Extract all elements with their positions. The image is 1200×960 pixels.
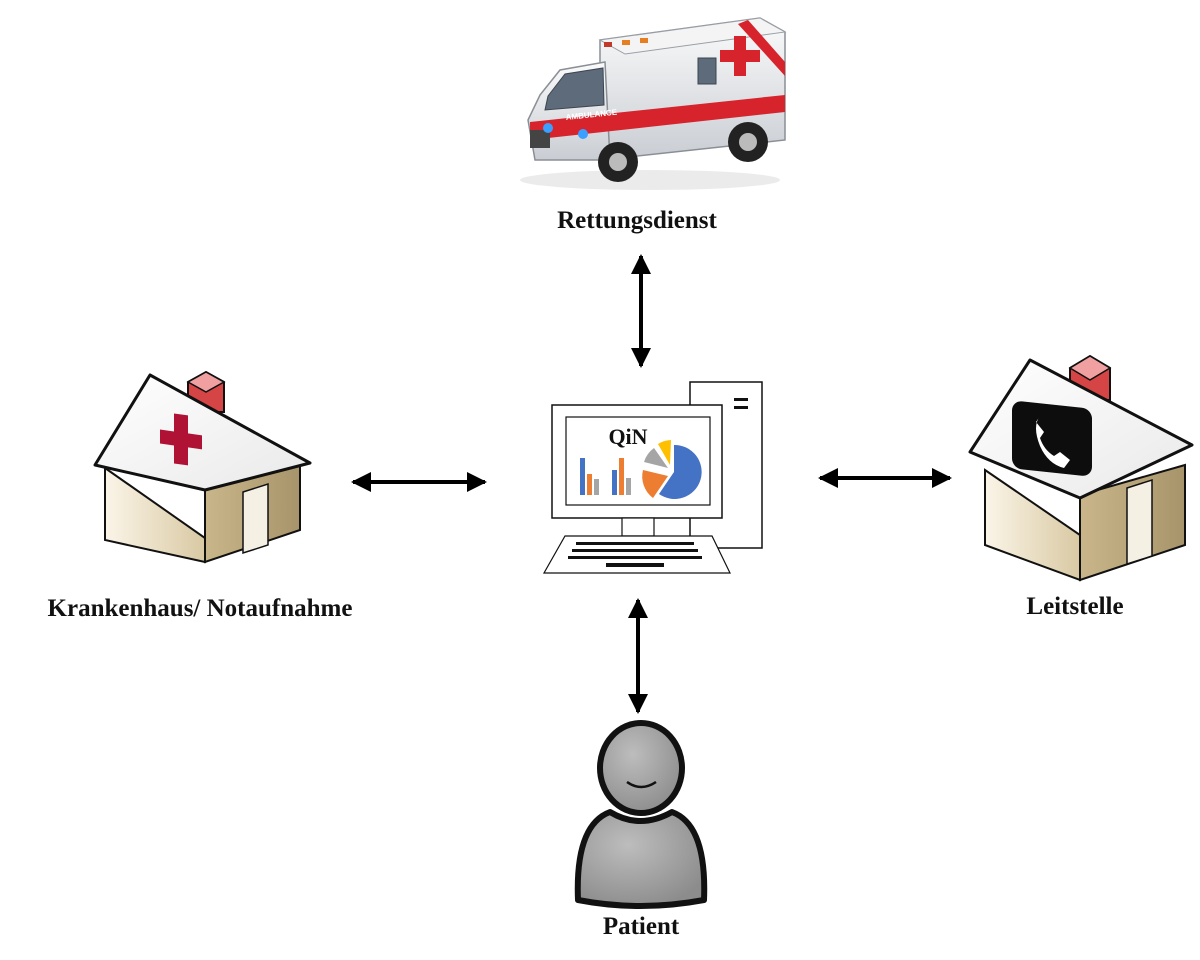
rettungsdienst-label: Rettungsdienst: [557, 207, 717, 234]
patient-label: Patient: [603, 913, 680, 940]
hospital-house-icon: [93, 370, 312, 564]
krankenhaus-label: Krankenhaus/ Notaufnahme: [48, 595, 353, 622]
pie-chart-mini-icon: [642, 440, 702, 499]
qin-screen-title: QiN: [608, 424, 647, 449]
leitstelle-label: Leitstelle: [1026, 593, 1123, 620]
computer-icon: [542, 381, 763, 574]
bar-chart-mini-icon: [580, 458, 631, 495]
patient-person-icon: [574, 720, 708, 909]
control-center-house-icon: [968, 354, 1194, 582]
ambulance-icon: AMBULANCE: [520, 17, 787, 190]
